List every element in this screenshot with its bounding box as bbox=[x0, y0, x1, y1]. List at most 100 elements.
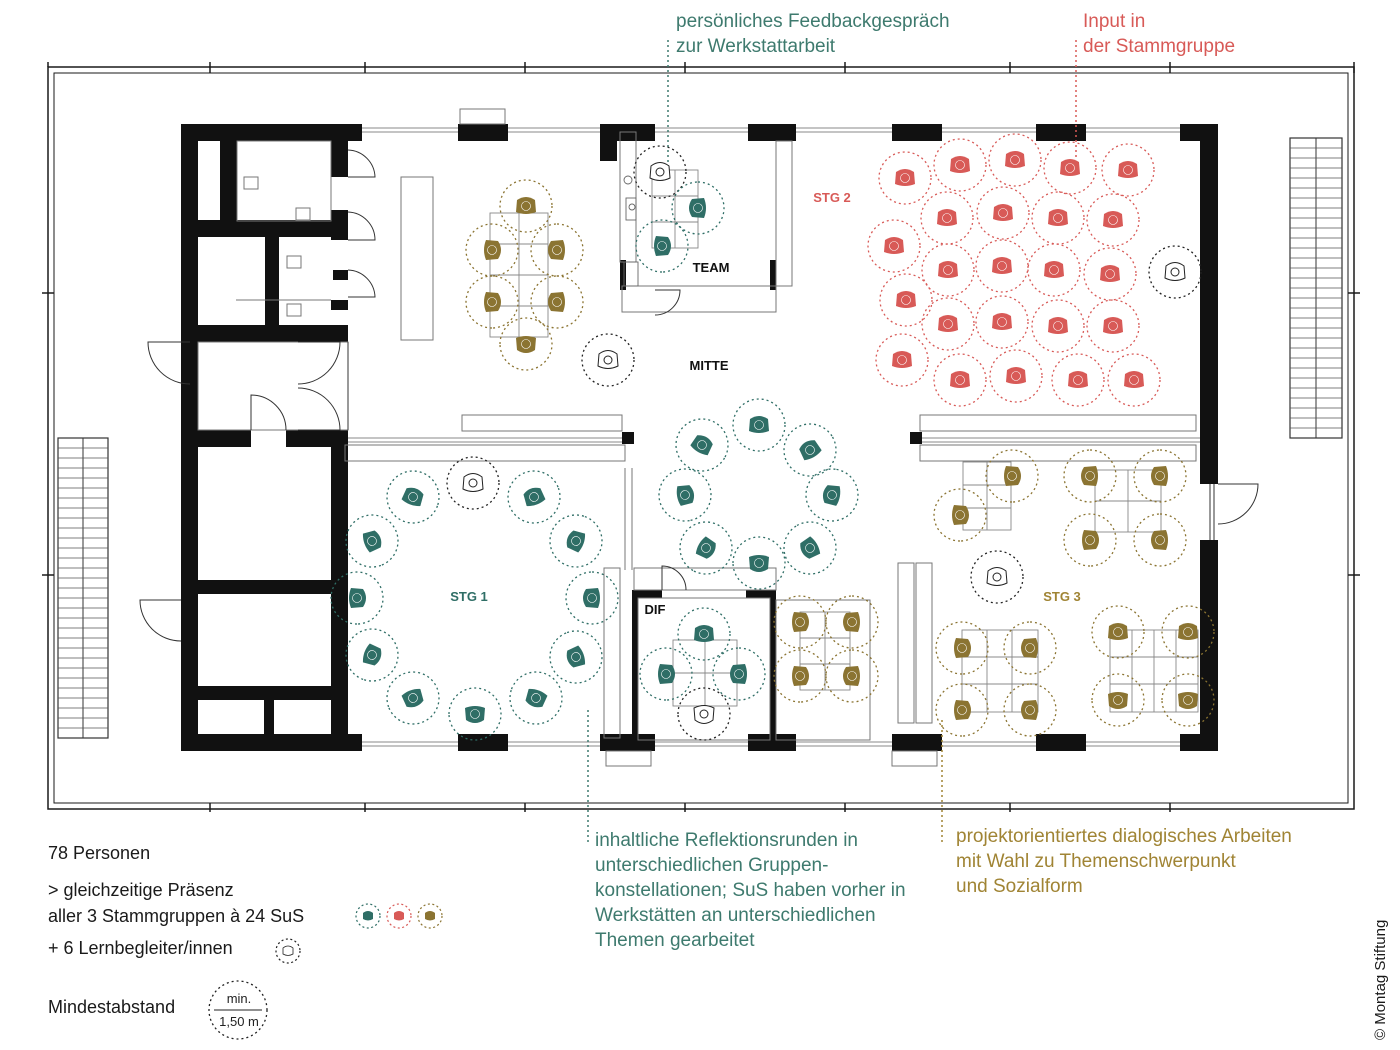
student-figure bbox=[712, 647, 766, 701]
room-label-stg3: STG 3 bbox=[1043, 589, 1081, 604]
student-figure bbox=[1031, 299, 1085, 353]
room-label-stg1: STG 1 bbox=[450, 589, 488, 604]
student-figure bbox=[507, 470, 561, 524]
doors bbox=[139, 149, 1259, 642]
student-figure bbox=[465, 223, 519, 277]
legend-symbol-staff bbox=[275, 938, 301, 964]
student-figure bbox=[509, 671, 563, 725]
student-figure bbox=[1083, 247, 1137, 301]
legend-symbol-stg1 bbox=[355, 903, 381, 929]
learning-companion-figure bbox=[1148, 245, 1202, 299]
student-figure bbox=[1107, 353, 1161, 407]
distance-bottom: 1,50 m bbox=[219, 1014, 259, 1029]
student-figure bbox=[386, 470, 440, 524]
student-figure bbox=[783, 521, 837, 575]
annotation-input: Input in der Stammgruppe bbox=[1083, 11, 1236, 57]
learning-companion-figure bbox=[970, 550, 1024, 604]
stairs-right bbox=[1289, 137, 1343, 439]
student-figure bbox=[985, 449, 1039, 503]
student-figure bbox=[935, 683, 989, 737]
tables bbox=[489, 169, 1199, 713]
annotation-feedback: persönliches Feedbackgespräch zur Werkst… bbox=[676, 11, 950, 57]
legend-distance: Mindestabstand bbox=[48, 997, 176, 1017]
student-figure bbox=[465, 275, 519, 329]
student-figure bbox=[635, 219, 689, 273]
student-figure bbox=[677, 607, 731, 661]
student-figure bbox=[530, 223, 584, 277]
student-figure bbox=[867, 219, 921, 273]
learning-companion-figure bbox=[633, 145, 687, 199]
people-layer bbox=[330, 133, 1215, 741]
student-figure bbox=[345, 514, 399, 568]
student-figure bbox=[549, 630, 603, 684]
student-figure bbox=[565, 571, 619, 625]
student-figure bbox=[1091, 673, 1145, 727]
student-figure bbox=[933, 488, 987, 542]
copyright: © Montag Stiftung bbox=[1372, 919, 1389, 1040]
building-outline bbox=[47, 66, 1355, 810]
student-figure bbox=[1003, 621, 1057, 675]
student-figure bbox=[1051, 353, 1105, 407]
student-figure bbox=[976, 186, 1030, 240]
distance-top: min. bbox=[227, 991, 252, 1006]
distance-symbol: min. 1,50 m bbox=[208, 980, 268, 1040]
student-figure bbox=[658, 468, 712, 522]
student-figure bbox=[1161, 605, 1215, 659]
student-figure bbox=[1086, 193, 1140, 247]
student-figure bbox=[1003, 683, 1057, 737]
room-label-team: TEAM bbox=[693, 260, 730, 275]
student-figure bbox=[1031, 191, 1085, 245]
legend-symbol-stg3 bbox=[417, 903, 443, 929]
student-figure bbox=[1043, 141, 1097, 195]
student-figure bbox=[330, 571, 384, 625]
leader-lines bbox=[587, 40, 1077, 845]
learning-companion-figure bbox=[446, 456, 500, 510]
student-figure bbox=[921, 243, 975, 297]
student-figure bbox=[988, 133, 1042, 187]
student-figure bbox=[920, 191, 974, 245]
building-outline-inner bbox=[53, 72, 1349, 804]
student-figure bbox=[732, 536, 786, 590]
kitchen bbox=[623, 175, 639, 287]
student-figure bbox=[975, 239, 1029, 293]
stairs-left bbox=[57, 437, 109, 739]
learning-companion-figure bbox=[581, 333, 635, 387]
student-figure bbox=[671, 181, 725, 235]
student-figure bbox=[1101, 143, 1155, 197]
student-figure bbox=[530, 275, 584, 329]
room-label-dif: DIF bbox=[645, 602, 666, 617]
student-figure bbox=[448, 687, 502, 741]
student-figure bbox=[679, 521, 733, 575]
student-figure bbox=[1161, 673, 1215, 727]
learning-companion-figure bbox=[677, 687, 731, 741]
student-figure bbox=[921, 297, 975, 351]
student-figure bbox=[1027, 243, 1081, 297]
student-figure bbox=[549, 514, 603, 568]
student-figure bbox=[1063, 513, 1117, 567]
room-labels: STG 1 STG 2 STG 3 TEAM MITTE DIF bbox=[450, 190, 1081, 617]
student-figure bbox=[975, 295, 1029, 349]
student-figure bbox=[1133, 449, 1187, 503]
student-figure bbox=[935, 621, 989, 675]
student-figure bbox=[825, 595, 879, 649]
student-figure bbox=[1133, 513, 1187, 567]
student-figure bbox=[879, 273, 933, 327]
student-figure bbox=[1063, 449, 1117, 503]
student-figure bbox=[933, 353, 987, 407]
student-figure bbox=[933, 138, 987, 192]
legend-staff: + 6 Lernbegleiter/innen bbox=[48, 938, 233, 958]
student-figure bbox=[386, 671, 440, 725]
student-figure bbox=[989, 349, 1043, 403]
student-figure bbox=[499, 317, 553, 371]
outline-ticks bbox=[42, 62, 1360, 812]
student-figure bbox=[1086, 299, 1140, 353]
room-label-stg2: STG 2 bbox=[813, 190, 851, 205]
legend-symbol-stg2 bbox=[386, 903, 412, 929]
annotation-reflection: inhaltliche Reflektionsrunden in untersc… bbox=[595, 830, 906, 951]
student-figure bbox=[1091, 605, 1145, 659]
legend-presence: > gleichzeitige Präsenz aller 3 Stammgru… bbox=[48, 880, 305, 926]
room-label-mitte: MITTE bbox=[690, 358, 729, 373]
annotation-project: projektorientiertes dialogisches Arbeite… bbox=[956, 826, 1292, 897]
student-figure bbox=[805, 468, 859, 522]
